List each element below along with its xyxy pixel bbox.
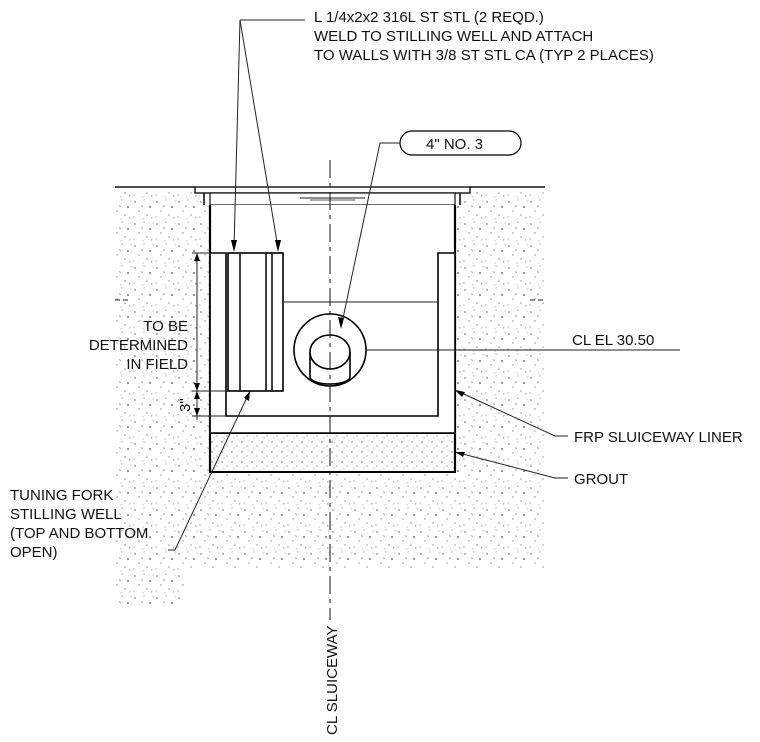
angle-leaders [231,19,305,252]
tuning-leader [168,390,251,551]
tuning-label-2: STILLING WELL [10,506,122,523]
to-be-label-3: IN FIELD [126,356,188,373]
concrete-surround [115,190,545,605]
tuning-label-4: OPEN) [10,544,58,561]
angle-label-line2: WELD TO STILLING WELL AND ATTACH [314,28,593,45]
tuning-label-3: (TOP AND BOTTOM [10,525,148,542]
grout-label: GROUT [574,471,628,488]
dimension-field [192,252,228,420]
frp-label: FRP SLUICEWAY LINER [574,429,743,446]
tuning-label-1: TUNING FORK [10,487,113,504]
pipe-tag-label: 4" NO. 3 [426,136,483,153]
to-be-label-1: TO BE [143,318,188,335]
cl-sluiceway-label: CL SLUICEWAY [324,626,341,735]
cl-el-label: CL EL 30.50 [572,332,654,349]
to-be-label-2: DETERMINED [89,337,188,354]
frame-cover [194,186,471,206]
frp-liner [209,252,456,434]
angle-label-line1: L 1/4x2x2 316L ST STL (2 REQD.) [314,9,544,26]
dim-3in-label: 3" [177,398,194,412]
stilling-well [227,252,284,392]
angle-label-line3: TO WALLS WITH 3/8 ST STL CA (TYP 2 PLACE… [314,47,654,64]
grout-leader [454,451,568,479]
pipe-tag [338,130,522,329]
grout-layer [209,432,456,473]
frp-leader [454,389,568,437]
